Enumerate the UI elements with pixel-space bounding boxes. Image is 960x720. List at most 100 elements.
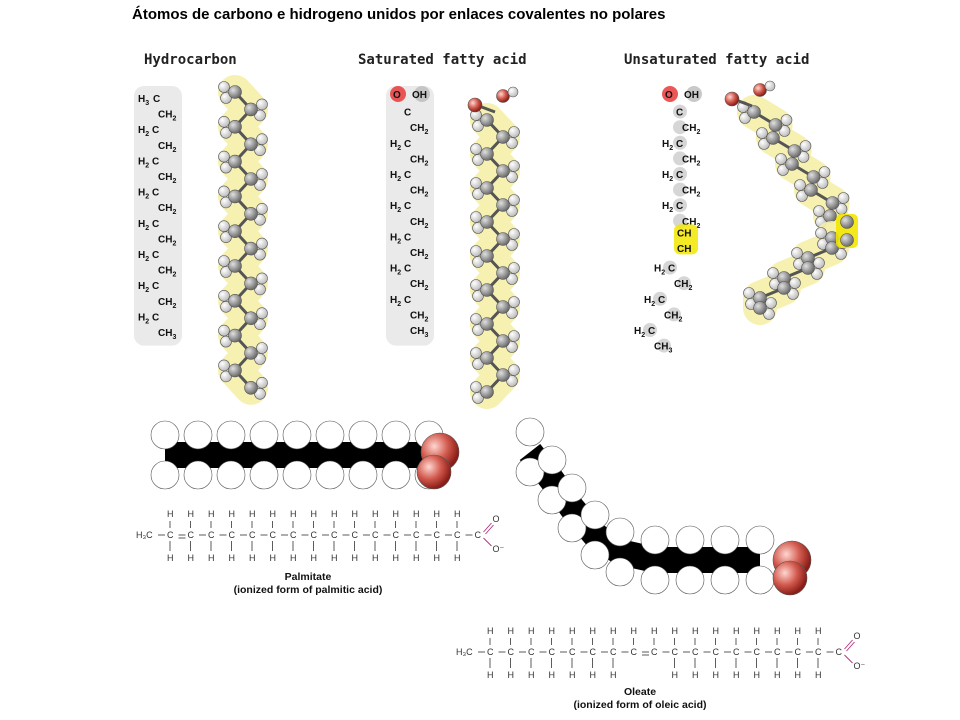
hydrogen-label: H bbox=[610, 670, 617, 680]
hydrogen-atom bbox=[470, 381, 482, 393]
group-label-c: C bbox=[404, 264, 411, 275]
carbon-label: C bbox=[651, 647, 658, 657]
hydrogen-atom bbox=[508, 262, 520, 274]
group-label-h2: H2 bbox=[644, 295, 655, 308]
carbon-atom bbox=[244, 241, 258, 256]
group-label-c: C bbox=[404, 295, 411, 306]
hydrogen-atom bbox=[256, 272, 268, 285]
hydrogen-sphere bbox=[183, 460, 213, 490]
hydrogen-sphere bbox=[710, 525, 740, 555]
hydrogen-atom bbox=[256, 203, 268, 215]
carbon-label: C bbox=[208, 530, 215, 540]
hydrogen-atom bbox=[472, 324, 484, 336]
group-label-ch2: CH2 bbox=[158, 203, 176, 216]
hydrogen-atom bbox=[777, 164, 789, 176]
hydrogen-atom bbox=[799, 140, 812, 152]
carbon-label: C bbox=[229, 530, 236, 540]
hydrogen-label: H bbox=[331, 553, 338, 563]
hydrogen-atom bbox=[794, 179, 806, 191]
hydroxyl-label: OH bbox=[412, 90, 427, 101]
hydrogen-atom bbox=[796, 190, 808, 202]
group-label-ch2: CH2 bbox=[158, 110, 176, 123]
carbon-atom bbox=[228, 224, 242, 238]
hydrogen-atom bbox=[763, 308, 775, 320]
hydrogen-atom bbox=[739, 112, 751, 124]
oxygen-label: O bbox=[665, 90, 673, 101]
saturated-ball-stick-model bbox=[467, 86, 520, 409]
carboxyl-carbon-label: C bbox=[676, 108, 683, 119]
group-label-c: C bbox=[404, 201, 411, 212]
carbon-atom bbox=[825, 241, 839, 255]
carbon-atom bbox=[480, 351, 494, 365]
hydrogen-atom bbox=[218, 150, 230, 163]
group-label-h2: H2 bbox=[654, 264, 665, 277]
carboxylate-oxygen-label: O⁻ bbox=[854, 661, 866, 671]
carbon-atom bbox=[228, 328, 242, 343]
hydrogen-label: H bbox=[229, 509, 236, 519]
hydrogen-atom bbox=[470, 143, 482, 155]
carbon-atom bbox=[753, 301, 767, 315]
carbon-atom bbox=[496, 130, 510, 144]
carbon-label: C bbox=[528, 647, 535, 657]
hydrogen-label: H bbox=[795, 670, 802, 680]
group-label-ch2: CH2 bbox=[158, 266, 176, 279]
hydrogen-sphere bbox=[315, 420, 345, 450]
co-double-bond bbox=[844, 639, 853, 650]
group-label-h2c: H2 bbox=[138, 219, 149, 232]
carboxyl-carbon-label: C bbox=[404, 108, 411, 119]
hydrogen-sphere bbox=[675, 565, 705, 595]
hydrogen-sphere bbox=[640, 525, 670, 555]
hydrogen-atom bbox=[470, 177, 482, 189]
double-bond-highlight bbox=[674, 224, 698, 255]
hydrogen-sphere bbox=[381, 420, 411, 450]
slide-title: Átomos de carbono e hidrogeno unidos por… bbox=[132, 6, 666, 23]
group-label-h2: H2 bbox=[662, 139, 673, 152]
carbon-atom bbox=[480, 147, 494, 161]
carbon-atom bbox=[480, 283, 494, 297]
carbon-atom bbox=[228, 85, 242, 99]
carbon-label: C bbox=[413, 530, 420, 540]
group-label-c: C bbox=[648, 326, 655, 337]
group-label-c: C bbox=[153, 94, 160, 105]
carbon-label: C bbox=[311, 530, 318, 540]
hydrogen-atom bbox=[508, 126, 520, 138]
hydrogen-label: H bbox=[815, 626, 822, 636]
hydrogen-label: H bbox=[569, 670, 576, 680]
hydrogen-atom bbox=[506, 375, 518, 387]
group-label-h2: H2 bbox=[662, 201, 673, 214]
group-label-c: C bbox=[152, 312, 159, 323]
hydrogen-atom bbox=[506, 273, 518, 285]
carbon-label: C bbox=[270, 530, 277, 540]
hydrogen-label: H bbox=[549, 670, 556, 680]
carbon-atom bbox=[840, 215, 854, 229]
hydrogen-atom bbox=[506, 341, 518, 353]
hydrogen-atom bbox=[837, 192, 850, 204]
hydrogen-label: H bbox=[413, 553, 420, 563]
hydrogen-atom bbox=[506, 239, 518, 251]
atom-shade bbox=[673, 151, 687, 166]
group-label-ch2: CH2 bbox=[664, 310, 682, 323]
atom-shade bbox=[653, 291, 667, 306]
hydrogen-sphere bbox=[605, 557, 635, 587]
hydrogen-label: H bbox=[815, 670, 822, 680]
hydrogen-atom bbox=[472, 222, 484, 234]
carbon-atom bbox=[244, 276, 258, 291]
oleate-caption: Oleate bbox=[624, 686, 656, 698]
atom-shade bbox=[657, 338, 671, 353]
hydrogen-atom bbox=[508, 330, 520, 342]
hydrogen-atom bbox=[220, 92, 232, 104]
hydrogen-label: H bbox=[352, 553, 359, 563]
hydrogen-atom bbox=[470, 245, 482, 257]
hydrogen-sphere bbox=[745, 525, 775, 555]
hydrogen-atom bbox=[470, 279, 482, 291]
hydrogen-label: H bbox=[672, 670, 679, 680]
hydrogen-label: H bbox=[692, 626, 699, 636]
hydrogen-atom bbox=[506, 137, 518, 149]
carbon-label: C bbox=[754, 647, 761, 657]
carbon-label: C bbox=[454, 530, 461, 540]
hydrogen-atom bbox=[470, 211, 482, 223]
oxygen-label: O bbox=[393, 90, 401, 101]
carbon-atom bbox=[496, 266, 510, 280]
carbon-atom bbox=[228, 293, 242, 308]
carbon-label: C bbox=[331, 530, 338, 540]
